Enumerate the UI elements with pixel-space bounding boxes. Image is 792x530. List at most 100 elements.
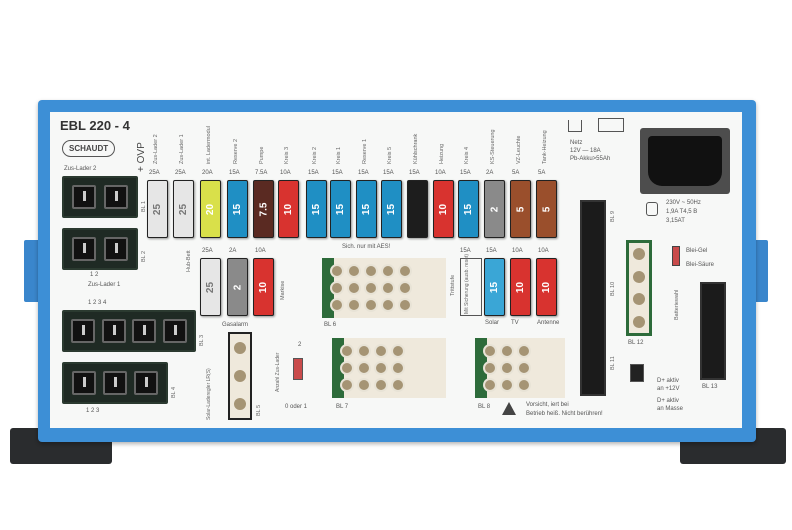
- fuse[interactable]: 25: [173, 180, 194, 238]
- terminal-screw: [357, 361, 371, 375]
- zus-lader-selector-switch[interactable]: [293, 358, 303, 380]
- fuse[interactable]: 15: [484, 258, 505, 316]
- fuse-circuit-label: Kreis 1: [336, 146, 342, 164]
- fuse[interactable]: 25: [147, 180, 168, 238]
- fuse-circuit-label: Kreis 4: [464, 146, 470, 164]
- terminal-screw: [483, 361, 497, 375]
- fuse-circuit-label: Kreis 3: [284, 146, 290, 164]
- fuse[interactable]: 15: [330, 180, 351, 238]
- fuse[interactable]: 2: [484, 180, 505, 238]
- fuse-rating: 15A: [358, 170, 369, 176]
- ovp-label: + OVP: [136, 142, 147, 172]
- terminal-screw: [381, 281, 395, 295]
- markise-label: Markise: [280, 280, 286, 300]
- fuse[interactable]: 20: [200, 180, 221, 238]
- terminal-bl6[interactable]: [322, 258, 446, 318]
- battery-type-switch[interactable]: [672, 246, 680, 266]
- terminal-screw: [517, 344, 531, 358]
- fuse[interactable]: 10: [433, 180, 454, 238]
- bl8-label: BL 8: [478, 404, 491, 410]
- fuse[interactable]: 5: [510, 180, 531, 238]
- fuse[interactable]: 10: [510, 258, 531, 316]
- connector-bl9-bl11[interactable]: [580, 200, 606, 396]
- terminal-screw: [391, 344, 405, 358]
- fuse-rating: 5A: [512, 170, 520, 176]
- connector-bl4[interactable]: [62, 362, 168, 404]
- fuse-value: 25: [152, 203, 163, 215]
- fuse[interactable]: 7.5: [253, 180, 274, 238]
- terminal-screw: [517, 361, 531, 375]
- warning-text-1: Vorsicht, iert bei: [526, 402, 569, 408]
- fuse-rating: 25A: [202, 248, 213, 254]
- model-title: EBL 220 - 4: [60, 118, 130, 133]
- fuse[interactable]: [407, 180, 428, 238]
- fuse-rating: 10A: [435, 170, 446, 176]
- fuse-circuit-label: int. Ladermodul: [206, 126, 212, 164]
- netz-label: Netz: [570, 140, 583, 146]
- fuse[interactable]: 15: [356, 180, 377, 238]
- fuse[interactable]: 10: [536, 258, 557, 316]
- fuse-value: 2: [232, 284, 243, 290]
- fuse[interactable]: 10: [253, 258, 274, 316]
- right-handle: [752, 240, 768, 302]
- fuse-rating: 2A: [229, 248, 237, 254]
- fuse[interactable]: 2: [227, 258, 248, 316]
- terminal-screw: [500, 378, 514, 392]
- bl7-label: BL 7: [336, 404, 349, 410]
- bl12-connector[interactable]: [626, 240, 652, 336]
- akku-label: Pb-Akku>55Ah: [570, 156, 611, 162]
- fuse-rating: 25A: [175, 170, 186, 176]
- fuse-circuit-label: Kreis 2: [312, 146, 318, 164]
- terminal-screw: [374, 361, 388, 375]
- fuse-value: 10: [258, 281, 269, 293]
- connector-bl13[interactable]: [700, 282, 726, 380]
- terminal-screw: [483, 344, 497, 358]
- terminal-bl8[interactable]: [475, 338, 565, 398]
- fuse-value: 10: [541, 281, 552, 293]
- mains-spec-1: 230V ~ 50Hz: [666, 200, 701, 206]
- blei-saeure-label: Blei-Säure: [686, 262, 715, 268]
- terminal-screw: [398, 281, 412, 295]
- fuse[interactable]: 15: [381, 180, 402, 238]
- fuse-circuit-label: KS-Steuerung: [490, 129, 496, 164]
- fuse[interactable]: 15: [306, 180, 327, 238]
- terminal-screw: [374, 378, 388, 392]
- anzahl-zus-lader-label: Anzahl Zus-Lader: [275, 352, 281, 392]
- fuse[interactable]: 15: [458, 180, 479, 238]
- bl5-connector[interactable]: [228, 332, 252, 420]
- fuse-rating: 10A: [538, 248, 549, 254]
- d-plus-switch[interactable]: [630, 364, 644, 382]
- gasalarm-label: Gasalarm: [222, 322, 249, 328]
- fuse[interactable]: 5: [536, 180, 557, 238]
- terminal-screw: [330, 281, 344, 295]
- hubbett-label: Hub-Bett: [186, 250, 192, 272]
- fuse-value: 5: [515, 206, 526, 212]
- fuse-rating: 15A: [308, 170, 319, 176]
- mains-power-socket[interactable]: [640, 128, 730, 194]
- fuse[interactable]: 25: [200, 258, 221, 316]
- zus-lader-2-label: Zus-Lader 2: [64, 166, 97, 172]
- connector-bl2[interactable]: [62, 228, 138, 270]
- bl12-label: BL 12: [628, 340, 644, 346]
- fuse-value: 15: [386, 203, 397, 215]
- fuse[interactable]: 15: [227, 180, 248, 238]
- terminal-bl7[interactable]: [332, 338, 446, 398]
- fuse[interactable]: 10: [278, 180, 299, 238]
- fuse-value: 5: [541, 206, 552, 212]
- aes-note: Sich. nur mit AES!: [342, 244, 391, 250]
- netz-voltage-label: 12V — 18A: [570, 148, 601, 154]
- bl9-label: BL 9: [610, 210, 616, 222]
- fuse-rating: 7.5A: [255, 170, 268, 176]
- terminal-screw: [340, 361, 354, 375]
- bl3-pin-numbers: 1 2 3 4: [88, 300, 107, 306]
- connector-zus-lader-2[interactable]: [62, 176, 138, 218]
- connector-bl3[interactable]: [62, 310, 196, 352]
- bl5-label: BL 5: [256, 404, 262, 416]
- mains-spec-3: 3,15AT: [666, 218, 685, 224]
- warning-icon: [502, 402, 516, 415]
- fuse-value: 15: [232, 203, 243, 215]
- fuse-rating: 15A: [409, 170, 420, 176]
- terminal-screw: [357, 344, 371, 358]
- fuse-rating: 15A: [460, 248, 471, 254]
- fuse-circuit-label: Zus-Lader 2: [153, 134, 159, 164]
